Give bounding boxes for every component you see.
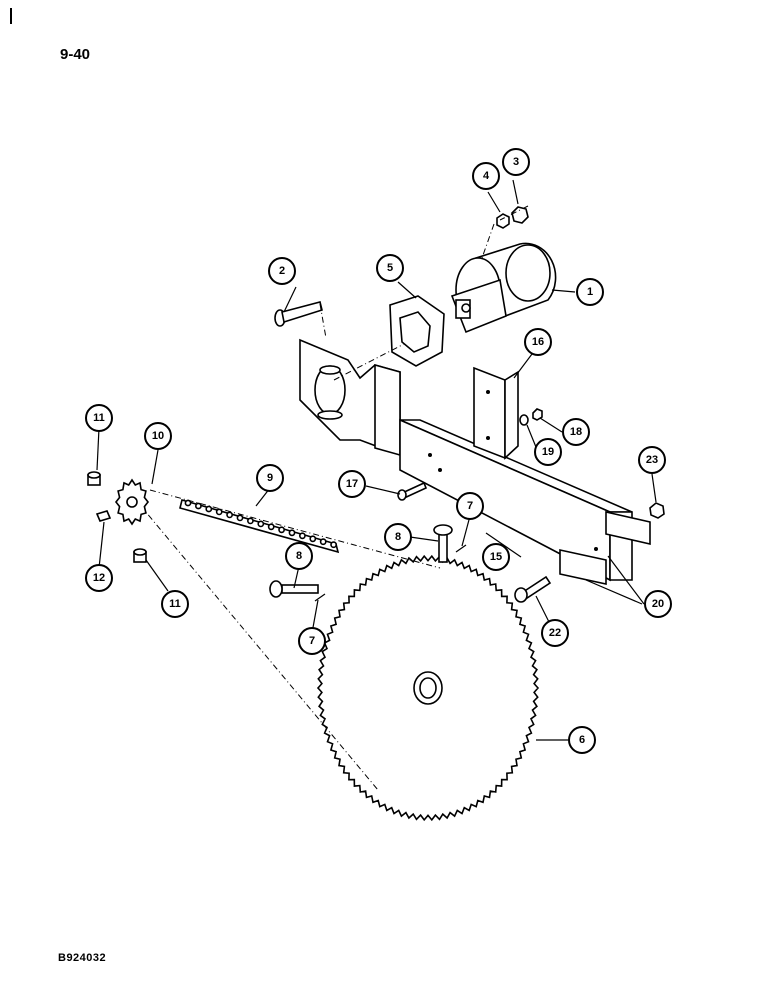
page-number: 9-40: [60, 46, 91, 63]
bolt-2: [274, 301, 323, 327]
callout-5: 5: [376, 254, 404, 282]
svg-text:4: 4: [483, 170, 490, 182]
callout-4: 4: [472, 162, 500, 190]
svg-text:1: 1: [587, 286, 593, 298]
callout-16: 16: [524, 328, 552, 356]
small-hardware: [519, 408, 665, 519]
small-sprocket: [114, 478, 150, 526]
motor: [450, 242, 557, 334]
callout-8-top: 8: [384, 523, 412, 551]
svg-text:16: 16: [532, 336, 544, 348]
callout-23: 23: [638, 446, 666, 474]
callout-6: 6: [568, 726, 596, 754]
mounting-bracket: [299, 338, 401, 457]
svg-text:19: 19: [542, 446, 554, 458]
cotter-pins: [314, 544, 467, 602]
svg-text:6: 6: [579, 734, 585, 746]
margin-mark: [10, 8, 12, 24]
callout-22: 22: [541, 619, 569, 647]
svg-text:15: 15: [490, 551, 502, 563]
callout-3: 3: [502, 148, 530, 176]
svg-text:5: 5: [387, 262, 393, 274]
svg-text:9: 9: [267, 472, 273, 484]
svg-text:20: 20: [652, 598, 664, 610]
callout-7-top: 7: [456, 492, 484, 520]
roller-chain: [179, 499, 340, 554]
bolts: [269, 481, 552, 603]
large-sprocket: [316, 554, 540, 822]
svg-text:3: 3: [513, 156, 519, 168]
svg-text:7: 7: [467, 500, 473, 512]
callout-1: 1: [576, 278, 604, 306]
svg-text:12: 12: [93, 572, 105, 584]
callout-18: 18: [562, 418, 590, 446]
set-screws-and-key: [87, 471, 147, 563]
svg-text:18: 18: [570, 426, 582, 438]
gasket: [389, 295, 445, 367]
callout-19: 19: [534, 438, 562, 466]
svg-text:7: 7: [309, 635, 315, 647]
svg-text:22: 22: [549, 627, 561, 639]
square-tube: [399, 418, 633, 582]
nuts-3-4: [496, 206, 529, 229]
chain-path: [139, 489, 441, 791]
callout-10: 10: [144, 422, 172, 450]
callout-17: 17: [338, 470, 366, 498]
svg-text:17: 17: [346, 478, 358, 490]
svg-text:8: 8: [395, 531, 401, 543]
callout-7-bottom: 7: [298, 627, 326, 655]
callout-11-bottom: 11: [161, 590, 189, 618]
callout-9: 9: [256, 464, 284, 492]
callout-15: 15: [482, 543, 510, 571]
svg-text:11: 11: [169, 598, 181, 610]
figure-code: B924032: [58, 952, 107, 964]
callout-8-bottom: 8: [285, 542, 313, 570]
svg-text:8: 8: [296, 550, 302, 562]
clamp-bracket: [473, 366, 519, 460]
callout-2: 2: [268, 257, 296, 285]
svg-text:23: 23: [646, 454, 658, 466]
svg-text:2: 2: [279, 265, 285, 277]
callout-11-top: 11: [85, 404, 113, 432]
svg-text:11: 11: [93, 412, 105, 424]
shims: [559, 510, 651, 585]
svg-text:10: 10: [152, 430, 164, 442]
callout-20: 20: [644, 590, 672, 618]
callout-12: 12: [85, 564, 113, 592]
